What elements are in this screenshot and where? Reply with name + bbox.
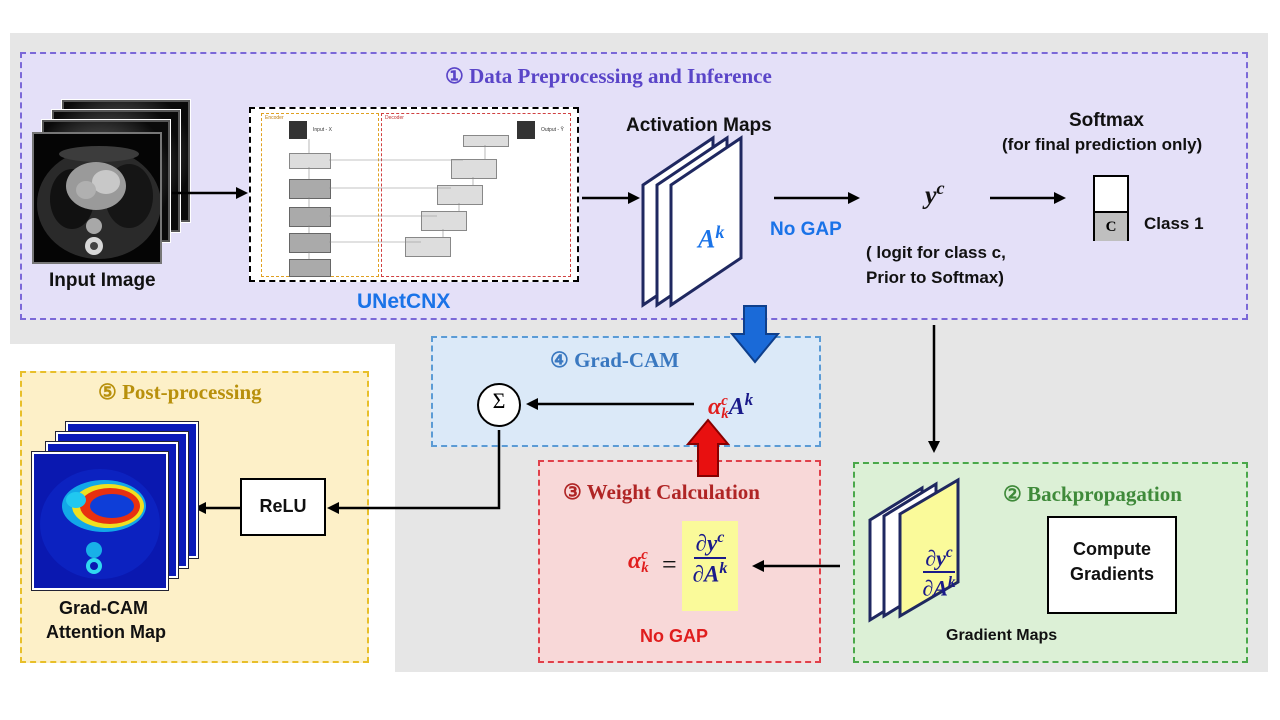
formula-alpha-sub: k [641,560,649,577]
panel-2-title: ② Backpropagation [1003,482,1182,506]
decoder-block [463,135,509,147]
unet-input-mini-label: Input - X [313,127,332,133]
arrow-logit-to-softmax [990,192,1066,204]
relu-box [240,478,326,536]
activation-maps-stack [641,135,743,308]
compute-gradients-line-1: Compute [1073,539,1151,559]
gden-a: A [933,575,948,601]
gnum-y: y [936,545,946,571]
compute-gradients-line-2: Gradients [1069,564,1155,584]
arrow-activation-to-logit [774,192,860,204]
den-a-sup: k [719,559,728,577]
yc-sup: c [936,178,945,198]
attention-map-label-line-1: Grad-CAM [59,598,148,618]
encoder-block [289,153,331,169]
ak-sup: k [715,222,725,242]
gradient-maps-label: Gradient Maps [946,627,1058,644]
decoder-region [381,113,571,277]
decoder-mini-label: Decoder [385,115,404,121]
encoder-block [289,179,331,199]
encoder-block [289,259,331,277]
sum-symbol: Σ [492,388,506,413]
gnum-y-sup: c [945,544,953,561]
encoder-block [289,233,331,253]
num-y-sup: c [717,529,725,546]
gden-a-sup: k [947,574,956,592]
gradcam-a-base: A [728,394,745,420]
gradient-denominator: ∂Ak [920,573,957,599]
sum-node [477,383,521,427]
formula-alpha-sup: c [641,547,648,564]
panel-4-title: ④ Grad-CAM [550,348,680,372]
arrow-sum-to-relu [327,430,501,514]
arrow-relu-to-attention [194,502,240,514]
ak-base: A [698,224,716,254]
softmax-note: (for final prediction only) [1002,135,1203,154]
panel-1-title: ① Data Preprocessing and Inference [445,64,772,88]
gradcam-a-symbol: Ak [728,390,753,420]
den-partial: ∂ [692,561,704,587]
class-output-cell: C [1095,211,1127,241]
gradient-numerator: ∂yc [923,544,955,574]
red-up-arrow [686,418,730,477]
gradient-map-fraction: ∂yc ∂Ak [912,545,966,600]
ct-slice-image [32,132,162,264]
encoder-mini-label: Encoder [265,115,284,121]
activation-map-symbol: Ak [698,222,724,255]
unet-input-thumbnail [289,121,307,139]
alpha-sub: k [721,406,729,423]
logit-note-line-2: Prior to Softmax) [866,268,1004,287]
arrow-logit-to-backprop [928,325,940,453]
unetcnx-architecture-box: Encoder Decoder Input - X Output - Ŷ [249,107,579,282]
no-gap-label-bottom: No GAP [640,626,709,646]
arrow-gradcam-to-sum [526,398,694,410]
unet-output-thumbnail [517,121,535,139]
gnum-partial: ∂ [925,545,937,571]
num-partial: ∂ [695,530,707,556]
fraction-denominator: ∂Ak [691,559,730,587]
partial-fraction-highlight [682,521,738,611]
decoder-block [437,185,483,205]
softmax-label: Softmax [1069,110,1144,131]
panel-data-preprocessing [20,52,1248,320]
panel-3-title: ③ Weight Calculation [563,480,760,504]
class-1-label: Class 1 [1144,214,1204,233]
decoder-block [451,159,497,179]
encoder-block [289,207,331,227]
input-image-label: Input Image [49,270,156,291]
unet-skip-connections [308,139,486,259]
formula-equals: = [662,550,677,579]
unet-output-mini-label: Output - Ŷ [541,127,564,133]
alpha-sup: c [721,393,728,410]
blue-down-arrow [730,305,780,364]
compute-gradients-box [1047,516,1177,614]
no-gap-label-top: No GAP [770,219,842,240]
arrow-backprop-to-weights [752,560,840,572]
gradient-maps-stack [868,477,960,623]
panel-5-title: ⑤ Post-processing [98,380,262,404]
arrow-input-to-unet [172,187,248,199]
relu-label: ReLU [259,496,307,516]
gradcam-a-sup: k [744,390,754,409]
activation-maps-label: Activation Maps [626,115,772,136]
fraction-numerator: ∂yc [693,529,727,559]
panel-weight-calculation [538,460,821,663]
attention-map-label-line-2: Attention Map [46,622,166,642]
yc-base: y [925,180,937,210]
formula-alpha: α [628,548,642,574]
logit-note-line-1: ( logit for class c, [866,243,1006,262]
num-y: y [706,530,718,556]
attention-map-image [31,451,169,591]
arrow-unet-to-activation [582,192,640,204]
partial-fraction-weights: ∂yc ∂Ak [682,529,738,587]
class-output-box: C [1093,175,1129,241]
logit-symbol: yc [925,178,945,211]
unetcnx-label: UNetCNX [357,290,451,313]
alpha-symbol: α [708,394,722,420]
den-a: A [703,561,720,587]
gden-partial: ∂ [922,575,934,601]
